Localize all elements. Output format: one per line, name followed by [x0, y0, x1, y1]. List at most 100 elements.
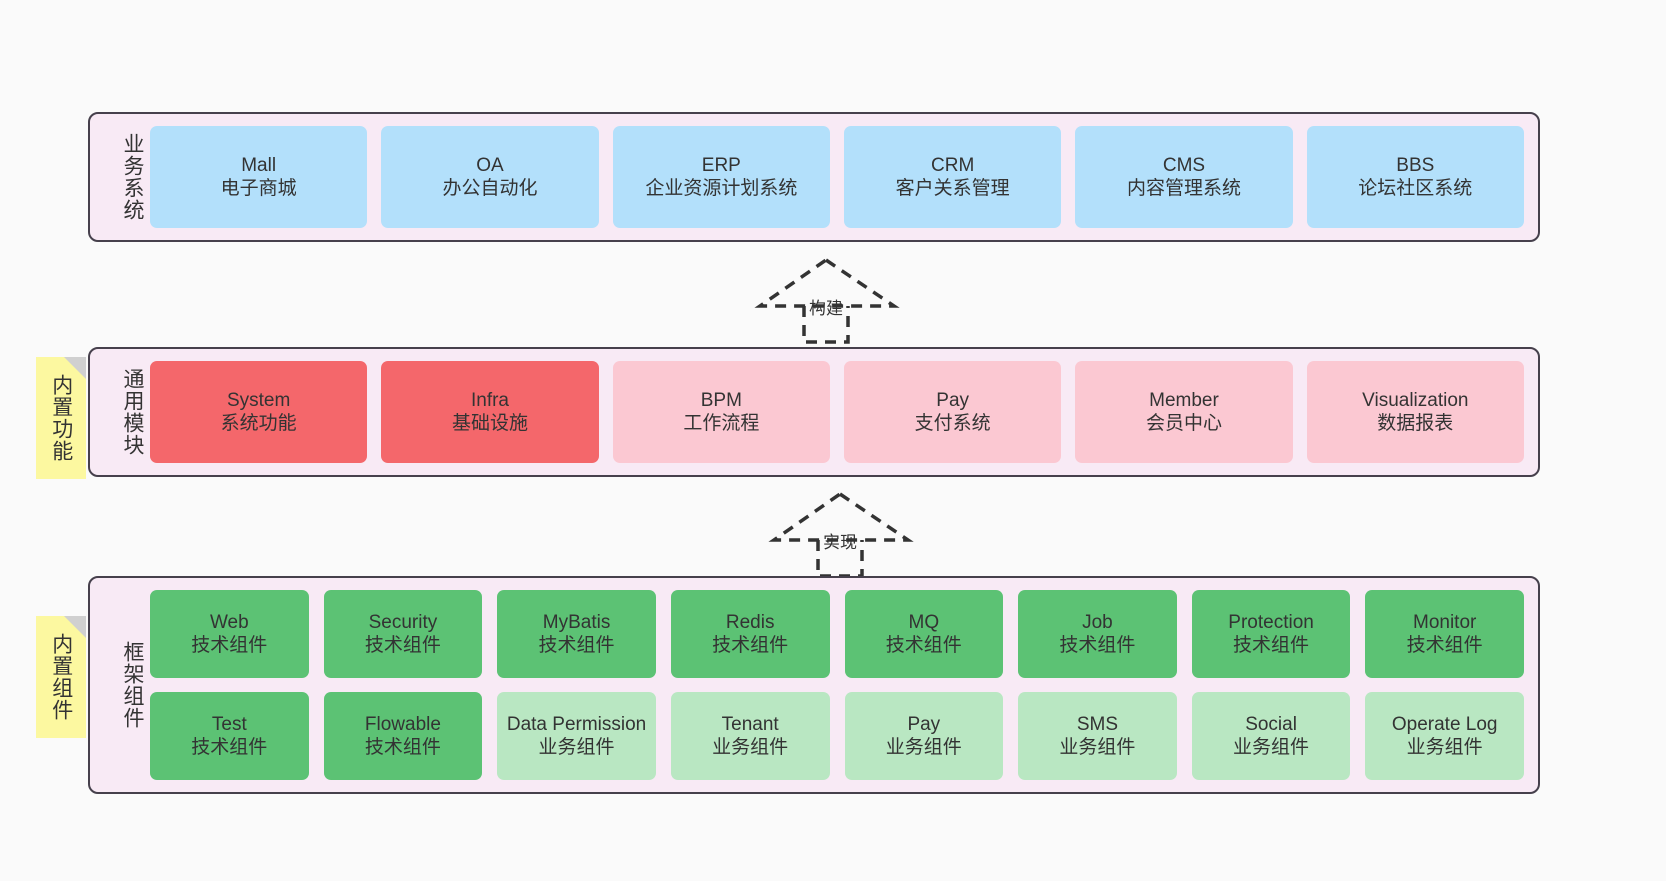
card-member-name: Member — [1149, 389, 1219, 411]
layer-title-business-system: 业务系统 — [121, 133, 144, 221]
layer-body-common-module: System 系统功能 Infra 基础设施 BPM 工作流程 Pay 支付系统… — [144, 349, 1538, 475]
card-tenant-name: Tenant — [721, 713, 779, 735]
card-cms[interactable]: CMS 内容管理系统 — [1075, 126, 1293, 228]
card-data-permission-name: Data Permission — [506, 713, 647, 735]
card-mq-name: MQ — [908, 611, 940, 633]
card-web-name: Web — [209, 611, 249, 633]
card-system-desc: 系统功能 — [220, 413, 297, 434]
connector-build: 构建 — [754, 257, 900, 344]
card-crm-name: CRM — [931, 154, 975, 176]
note-fold-icon — [64, 616, 86, 638]
card-flowable-name: Flowable — [364, 713, 441, 735]
card-mall[interactable]: Mall 电子商城 — [150, 126, 368, 228]
layer-common-module: 通用模块 System 系统功能 Infra 基础设施 BPM 工作流程 Pay… — [88, 347, 1540, 477]
card-security-desc: 技术组件 — [364, 635, 441, 656]
card-redis[interactable]: Redis 技术组件 — [670, 590, 830, 678]
card-member-desc: 会员中心 — [1145, 413, 1222, 434]
connector-build-label: 构建 — [809, 299, 843, 318]
card-member[interactable]: Member 会员中心 — [1075, 361, 1293, 463]
card-data-permission-desc: 业务组件 — [538, 737, 615, 758]
card-pay-desc: 支付系统 — [914, 413, 991, 434]
card-protection-name: Protection — [1228, 611, 1314, 633]
card-mybatis[interactable]: MyBatis 技术组件 — [497, 590, 656, 678]
card-flowable-desc: 技术组件 — [364, 737, 441, 758]
card-bpm[interactable]: BPM 工作流程 — [612, 361, 830, 463]
card-sms[interactable]: SMS 业务组件 — [1018, 692, 1177, 780]
card-test-name: Test — [211, 713, 247, 735]
card-cms-desc: 内容管理系统 — [1126, 178, 1241, 199]
card-pay[interactable]: Pay 支付系统 — [843, 361, 1062, 463]
card-infra-desc: 基础设施 — [451, 413, 528, 434]
card-pay-name: Pay — [936, 389, 970, 411]
card-test-desc: 技术组件 — [191, 737, 268, 758]
card-oa-desc: 办公自动化 — [442, 178, 538, 199]
connector-implement-label: 实现 — [823, 533, 857, 552]
card-operate-log-desc: 业务组件 — [1406, 737, 1483, 758]
card-job-desc: 技术组件 — [1059, 635, 1136, 656]
card-visualization[interactable]: Visualization 数据报表 — [1306, 361, 1524, 463]
layer-body-business-system: Mall 电子商城 OA 办公自动化 ERP 企业资源计划系统 CRM 客户关系… — [144, 114, 1538, 240]
layer-title-common-module: 通用模块 — [121, 368, 144, 456]
card-mybatis-name: MyBatis — [542, 611, 611, 633]
card-mybatis-desc: 技术组件 — [538, 635, 615, 656]
card-protection-desc: 技术组件 — [1233, 635, 1310, 656]
framework-tech-row: Web 技术组件 Security 技术组件 MyBatis 技术组件 Redi… — [150, 590, 1524, 678]
note-builtin-features-label: 内置功能 — [49, 374, 73, 462]
card-web-desc: 技术组件 — [191, 635, 268, 656]
card-erp[interactable]: ERP 企业资源计划系统 — [612, 126, 830, 228]
card-flowable[interactable]: Flowable 技术组件 — [323, 692, 483, 780]
card-bbs-desc: 论坛社区系统 — [1358, 178, 1473, 199]
card-test[interactable]: Test 技术组件 — [150, 692, 309, 780]
card-system-name: System — [226, 389, 291, 411]
card-crm[interactable]: CRM 客户关系管理 — [843, 126, 1062, 228]
card-sms-desc: 业务组件 — [1059, 737, 1136, 758]
card-mall-name: Mall — [241, 154, 277, 176]
card-oa[interactable]: OA 办公自动化 — [381, 126, 599, 228]
card-sms-name: SMS — [1076, 713, 1119, 735]
card-infra[interactable]: Infra 基础设施 — [381, 361, 599, 463]
card-erp-name: ERP — [701, 154, 741, 176]
layer-title-framework-component: 框架组件 — [121, 641, 144, 729]
layer-business-system: 业务系统 Mall 电子商城 OA 办公自动化 ERP 企业资源计划系统 CRM… — [88, 112, 1540, 242]
card-job-name: Job — [1082, 611, 1113, 633]
card-bpm-desc: 工作流程 — [683, 413, 760, 434]
note-fold-icon — [64, 357, 86, 379]
card-security-name: Security — [368, 611, 438, 633]
card-social-name: Social — [1245, 713, 1297, 735]
card-pay-business-name: Pay — [907, 713, 941, 735]
card-bpm-name: BPM — [700, 389, 742, 411]
card-data-permission[interactable]: Data Permission 业务组件 — [497, 692, 656, 780]
card-monitor[interactable]: Monitor 技术组件 — [1365, 590, 1524, 678]
card-infra-name: Infra — [470, 389, 509, 411]
card-system[interactable]: System 系统功能 — [150, 361, 368, 463]
card-oa-name: OA — [476, 154, 504, 176]
card-crm-desc: 客户关系管理 — [895, 178, 1010, 199]
card-protection[interactable]: Protection 技术组件 — [1191, 590, 1351, 678]
card-bbs-name: BBS — [1396, 154, 1435, 176]
card-erp-desc: 企业资源计划系统 — [645, 178, 798, 199]
card-social[interactable]: Social 业务组件 — [1191, 692, 1351, 780]
card-redis-name: Redis — [725, 611, 775, 633]
card-monitor-desc: 技术组件 — [1406, 635, 1483, 656]
card-operate-log[interactable]: Operate Log 业务组件 — [1365, 692, 1524, 780]
card-visualization-name: Visualization — [1362, 389, 1469, 411]
card-mall-desc: 电子商城 — [220, 178, 297, 199]
layer-framework-component: 框架组件 Web 技术组件 Security 技术组件 MyBatis 技术组件… — [88, 576, 1540, 794]
card-mq-desc: 技术组件 — [885, 635, 962, 656]
card-social-desc: 业务组件 — [1233, 737, 1310, 758]
card-job[interactable]: Job 技术组件 — [1018, 590, 1177, 678]
card-visualization-desc: 数据报表 — [1377, 413, 1454, 434]
card-web[interactable]: Web 技术组件 — [150, 590, 309, 678]
card-security[interactable]: Security 技术组件 — [323, 590, 483, 678]
card-redis-desc: 技术组件 — [712, 635, 789, 656]
note-builtin-features: 内置功能 — [36, 357, 86, 479]
connector-build-shape — [754, 257, 900, 344]
card-tenant-desc: 业务组件 — [712, 737, 789, 758]
connector-implement: 实现 — [768, 491, 914, 578]
card-mq[interactable]: MQ 技术组件 — [844, 590, 1004, 678]
card-pay-business-desc: 业务组件 — [885, 737, 962, 758]
card-tenant[interactable]: Tenant 业务组件 — [670, 692, 830, 780]
card-bbs[interactable]: BBS 论坛社区系统 — [1306, 126, 1524, 228]
card-pay-business[interactable]: Pay 业务组件 — [844, 692, 1004, 780]
